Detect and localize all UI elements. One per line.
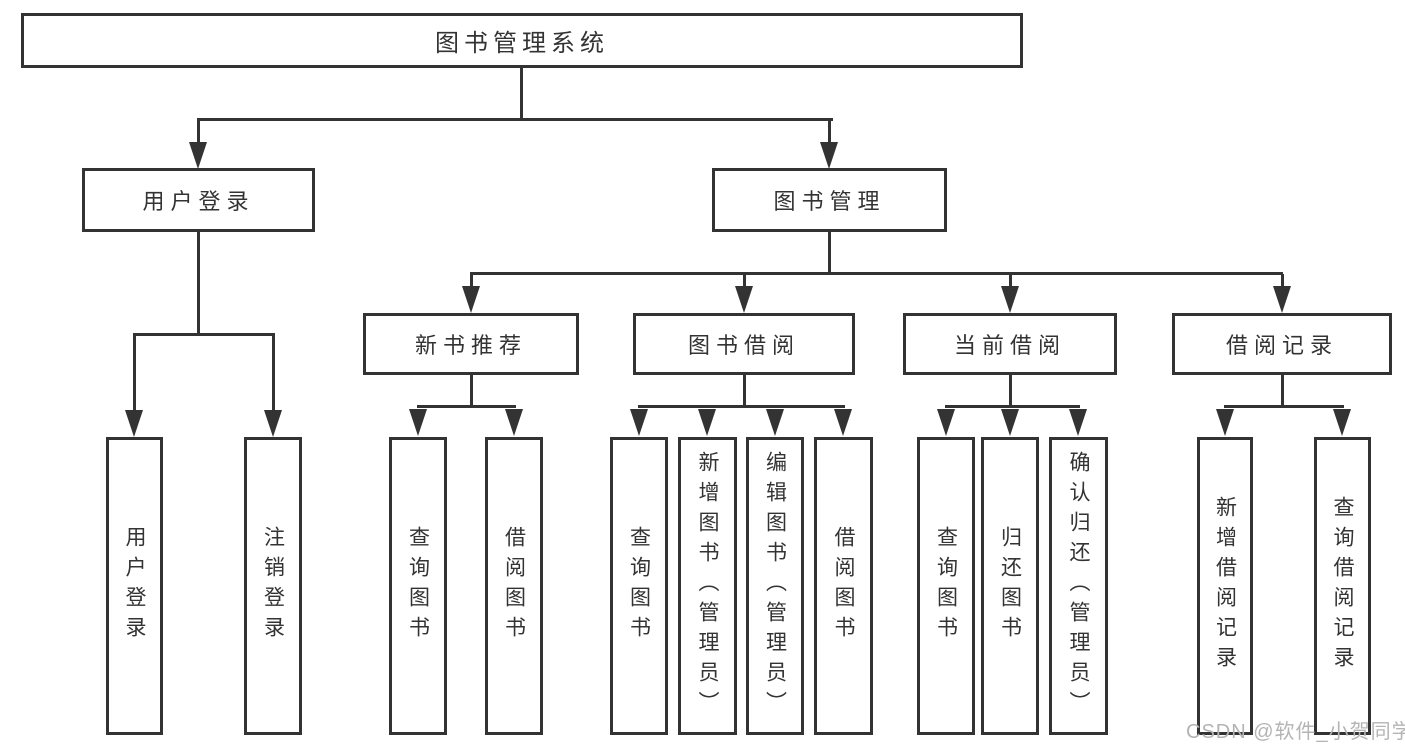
node-new-book-recommend-label: 新书推荐 [414,333,527,358]
arrowhead-return-books [1001,409,1019,436]
leaf-add-borrow-record: 新增借阅记录 [1197,437,1253,735]
leaf-query-books-current: 查询图书 [917,437,975,735]
leaf-query-books-borrow: 查询图书 [610,437,668,735]
connector-groupD-branch [945,405,1080,408]
leaf-add-borrow-record-label: 新增借阅记录 [1213,496,1237,676]
node-borrow-records: 借阅记录 [1172,313,1392,375]
arrowhead-book-management [820,142,838,169]
arrowhead-current-borrow [1001,286,1019,313]
arrowhead-query-books-recommend [409,409,427,436]
node-borrow-records-label: 借阅记录 [1225,333,1338,358]
node-user-login-label: 用户登录 [142,189,255,214]
leaf-borrow-books-recommend-label: 借阅图书 [502,526,526,646]
arrowhead-edit-books-admin [766,409,784,436]
node-root: 图书管理系统 [21,13,1023,68]
leaf-return-books-label: 归还图书 [998,526,1022,646]
leaf-query-books-current-label: 查询图书 [934,526,958,646]
connector-l3-branch [470,272,1283,275]
arrowhead-add-books-admin [698,409,716,436]
arrowhead-user-login [189,142,207,169]
connector-records-drop [1281,373,1284,407]
connector-l3-stem-4 [1281,274,1284,290]
leaf-query-books-borrow-label: 查询图书 [627,526,651,646]
node-new-book-recommend: 新书推荐 [363,313,579,375]
connector-groupE-branch [1224,405,1344,408]
connector-groupA-stem-1 [133,335,136,413]
arrowhead-query-books-current [937,409,955,436]
leaf-borrow-books-label: 借阅图书 [832,526,855,646]
leaf-query-books-recommend-label: 查询图书 [406,526,430,646]
connector-borrow-drop [743,373,746,407]
watermark: CSDN @软件_小贺同学 [1186,721,1405,743]
arrowhead-leaf-logout [264,410,282,437]
leaf-confirm-return-admin-label: 确认归还（管理员） [1067,451,1090,721]
node-current-borrow-label: 当前借阅 [953,333,1066,358]
leaf-edit-books-admin-label: 编辑图书（管理员） [763,451,787,721]
node-book-borrow: 图书借阅 [633,313,855,375]
connector-groupA-branch [133,333,275,336]
leaf-user-login-label: 用户登录 [123,526,146,646]
leaf-query-borrow-record: 查询借阅记录 [1314,437,1371,735]
arrowhead-borrow-records [1273,286,1291,313]
leaf-borrow-books-recommend: 借阅图书 [485,437,543,735]
leaf-logout: 注销登录 [244,437,302,735]
arrowhead-borrow-books [834,409,852,436]
connector-groupB-branch [417,405,516,408]
connector-l3-stem-3 [1009,274,1012,290]
leaf-add-books-admin: 新增图书（管理员） [678,437,737,735]
node-book-management: 图书管理 [712,168,947,232]
connector-recommend-drop [470,373,473,407]
arrowhead-add-borrow-record [1216,409,1234,436]
arrowhead-confirm-return-admin [1069,409,1087,436]
node-root-label: 图书管理系统 [435,30,609,57]
node-user-login: 用户登录 [82,168,315,232]
connector-user-login-drop [197,230,200,335]
arrowhead-new-book-recommend [462,286,480,313]
connector-book-mgmt-drop [828,230,831,274]
arrowhead-query-books-borrow [630,409,648,436]
leaf-logout-label: 注销登录 [261,526,285,646]
leaf-edit-books-admin: 编辑图书（管理员） [746,437,804,735]
node-book-management-label: 图书管理 [773,189,886,214]
node-book-borrow-label: 图书借阅 [687,333,800,358]
connector-groupA-stem-2 [272,335,275,413]
node-current-borrow: 当前借阅 [903,313,1117,375]
connector-root-drop [520,66,523,120]
leaf-confirm-return-admin: 确认归还（管理员） [1049,437,1108,735]
arrowhead-leaf-user-login [125,410,143,437]
leaf-borrow-books: 借阅图书 [814,437,873,735]
leaf-return-books: 归还图书 [981,437,1039,735]
arrowhead-borrow-books-recommend [505,409,523,436]
leaf-add-books-admin-label: 新增图书（管理员） [696,451,719,721]
connector-l1-stem-left [197,120,200,145]
arrowhead-query-borrow-record [1333,409,1351,436]
connector-l3-stem-1 [470,274,473,290]
leaf-query-books-recommend: 查询图书 [389,437,447,735]
arrowhead-book-borrow [735,286,753,313]
leaf-user-login: 用户登录 [106,437,163,735]
leaf-query-borrow-record-label: 查询借阅记录 [1331,496,1354,676]
connector-l3-stem-2 [743,274,746,290]
connector-groupC-branch [638,405,845,408]
connector-l1-branch [197,118,833,121]
connector-l1-stem-right [828,120,831,145]
connector-current-drop [1009,373,1012,407]
